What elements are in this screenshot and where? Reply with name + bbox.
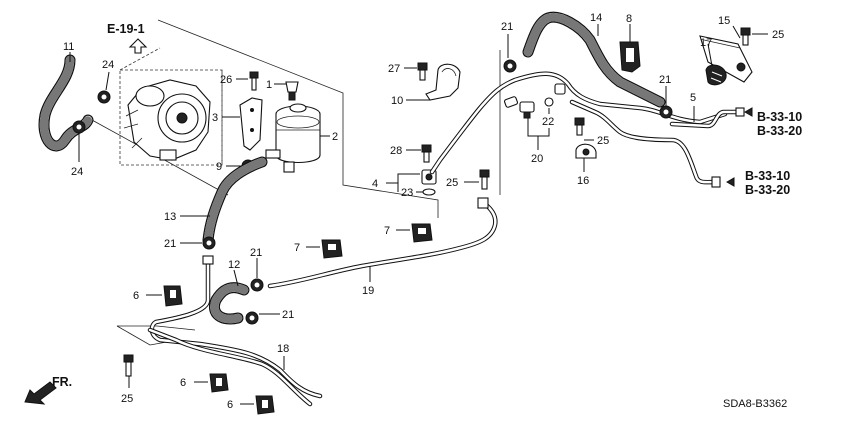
callout-24-lower: 24 <box>71 166 83 178</box>
callout-14: 14 <box>590 12 602 24</box>
callout-19: 19 <box>362 285 374 297</box>
front-direction-arrow-icon <box>24 381 57 405</box>
hose-13[interactable] <box>202 156 268 246</box>
ref-arrow-bottom-icon <box>725 177 735 187</box>
clip-6-middle[interactable] <box>209 373 229 393</box>
hose-clamp-24-upper[interactable] <box>97 90 111 104</box>
callout-18: 18 <box>277 343 289 355</box>
callout-7-right: 7 <box>384 225 390 237</box>
pipe-5[interactable] <box>669 107 745 129</box>
reservoir-cap-1[interactable] <box>285 81 299 101</box>
union-fitting-20[interactable] <box>519 101 535 119</box>
hose-clamp-21-right[interactable] <box>659 105 673 119</box>
power-steering-pump[interactable] <box>119 47 223 166</box>
clip-7-left[interactable] <box>321 239 343 259</box>
clamp-8[interactable] <box>619 41 641 73</box>
hose-clamp-24-lower[interactable] <box>72 120 86 134</box>
return-hose-12[interactable] <box>209 282 250 325</box>
callout-10: 10 <box>391 95 403 107</box>
callout-20: 20 <box>531 153 543 165</box>
hose-clamp-21-low[interactable] <box>245 311 259 325</box>
clip-6-upper[interactable] <box>163 285 183 307</box>
ref-e19: E-19-1 <box>107 22 145 36</box>
callout-6-middle: 6 <box>180 377 186 389</box>
callout-28: 28 <box>390 145 402 157</box>
callout-3: 3 <box>212 112 218 124</box>
callout-5: 5 <box>690 92 696 104</box>
power-steering-reservoir-2[interactable] <box>265 103 321 173</box>
bolt-25-mid[interactable] <box>574 117 585 136</box>
callout-23: 23 <box>401 187 413 199</box>
cooler-pipe-18[interactable] <box>147 255 323 407</box>
reservoir-bracket-3[interactable] <box>239 97 263 151</box>
callout-25-lower-center: 25 <box>446 177 458 189</box>
return-pipe-lower[interactable] <box>569 99 721 188</box>
callout-1: 1 <box>266 79 272 91</box>
callout-22: 22 <box>542 116 554 128</box>
hose-11[interactable] <box>38 54 94 152</box>
bolt-26[interactable] <box>249 71 259 91</box>
callout-21-low: 21 <box>282 309 294 321</box>
hose-clamp-21-left[interactable] <box>202 236 216 250</box>
callout-25-top-right: 25 <box>772 29 784 41</box>
clip-7-right[interactable] <box>411 223 433 243</box>
ref-b33-20-top: B-33-20 <box>757 124 802 138</box>
diagram-code: SDA8-B3362 <box>723 398 787 410</box>
callout-6-upper: 6 <box>133 290 139 302</box>
ref-arrow-top-icon <box>743 107 753 117</box>
return-pipe-19[interactable] <box>267 197 498 289</box>
bolt-28[interactable] <box>421 144 432 163</box>
clip-6-lower[interactable] <box>255 395 275 415</box>
callout-24-upper: 24 <box>102 59 114 71</box>
high-pressure-hose-14[interactable] <box>522 11 666 108</box>
callout-21-left: 21 <box>164 238 176 250</box>
grommet-17[interactable] <box>705 64 727 86</box>
reference-arrow-up-icon <box>128 38 148 54</box>
callout-7-left: 7 <box>294 242 300 254</box>
pipe-clamp-16[interactable] <box>575 143 597 159</box>
callout-9: 9 <box>216 161 222 173</box>
callout-16: 16 <box>577 175 589 187</box>
bolt-25-top-right[interactable] <box>740 27 751 46</box>
callout-21-top: 21 <box>501 21 513 33</box>
callout-17: 17 <box>700 37 712 49</box>
bracket-15[interactable] <box>699 35 753 83</box>
callout-21-mid: 21 <box>250 247 262 259</box>
o-ring-22[interactable] <box>544 97 554 107</box>
o-ring-23[interactable] <box>422 188 436 196</box>
callout-26: 26 <box>220 74 232 86</box>
callout-11: 11 <box>63 41 74 53</box>
pressure-pipe-main[interactable] <box>429 71 728 175</box>
callout-4: 4 <box>372 178 378 190</box>
callout-13: 13 <box>164 211 176 223</box>
callout-15: 15 <box>718 15 730 27</box>
callout-25-mid: 25 <box>597 135 609 147</box>
bolt-25-bottom-left[interactable] <box>123 354 134 377</box>
callout-8: 8 <box>626 13 632 25</box>
callout-21-right: 21 <box>659 74 671 86</box>
front-direction-label: FR. <box>52 375 72 389</box>
callout-6-lower: 6 <box>227 399 233 411</box>
ref-b33-10-top: B-33-10 <box>757 110 802 124</box>
guide-lines <box>91 19 501 346</box>
callout-25-bottom-left: 25 <box>121 393 133 405</box>
ref-b33-20-bottom: B-33-20 <box>745 183 790 197</box>
pipe-fitting-upper <box>504 83 566 108</box>
bolt-25-lower-center[interactable] <box>479 169 490 190</box>
bolt-27[interactable] <box>417 62 428 81</box>
pipe-clamp-bracket-10[interactable] <box>425 63 461 101</box>
callout-27: 27 <box>388 63 400 75</box>
callout-2: 2 <box>332 131 338 143</box>
hose-clamp-21-mid[interactable] <box>250 278 264 292</box>
ref-b33-10-bottom: B-33-10 <box>745 169 790 183</box>
callout-12: 12 <box>228 259 240 271</box>
hose-clamp-21-top[interactable] <box>503 59 517 73</box>
